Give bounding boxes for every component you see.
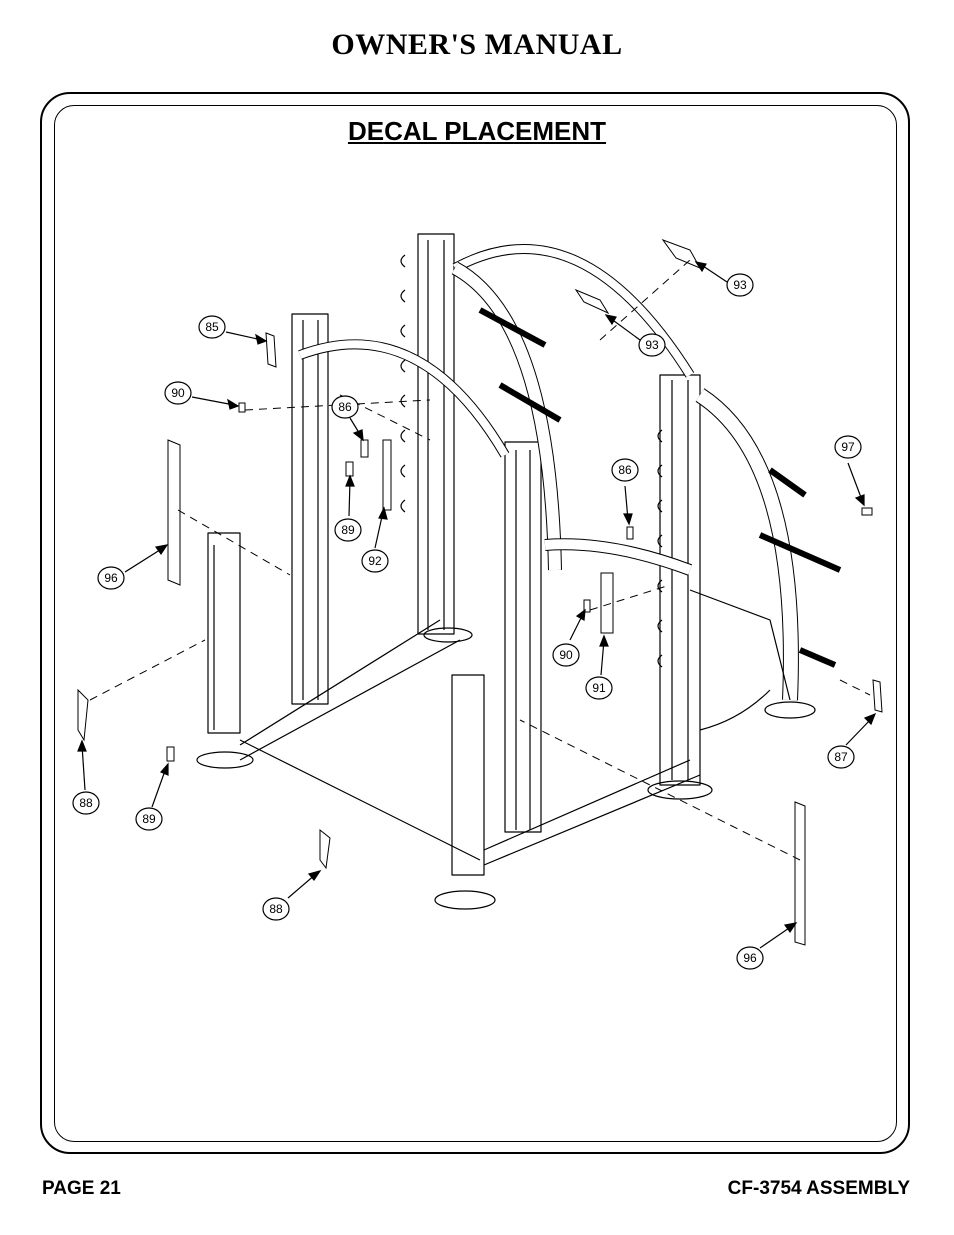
callout-91: 91: [585, 676, 613, 700]
callout-85: 85: [198, 315, 226, 339]
callout-87-label: 87: [834, 750, 848, 764]
leader-arrows: [77, 261, 877, 949]
callout-88: 88: [72, 791, 100, 815]
callout-88-label: 88: [269, 902, 283, 916]
callout-96-label: 96: [743, 951, 757, 965]
callout-89-label: 89: [142, 812, 156, 826]
callout-93-label: 93: [645, 338, 659, 352]
callout-92: 92: [361, 549, 389, 573]
callout-86-label: 86: [618, 463, 632, 477]
callout-90-label: 90: [171, 386, 185, 400]
callout-87: 87: [827, 745, 855, 769]
callout-96: 96: [736, 946, 764, 970]
section-heading: DECAL PLACEMENT: [347, 116, 607, 146]
inner-border: [54, 105, 897, 1142]
callout-97: 97: [834, 435, 862, 459]
callout-93: 93: [638, 333, 666, 357]
callout-93: 93: [726, 273, 754, 297]
callout-88: 88: [262, 897, 290, 921]
callout-85-label: 85: [205, 320, 219, 334]
callout-89: 89: [334, 518, 362, 542]
callout-92-label: 92: [368, 554, 382, 568]
callout-86: 86: [611, 458, 639, 482]
callout-93-label: 93: [733, 278, 747, 292]
page-number: PAGE 21: [42, 1178, 121, 1199]
callout-90: 90: [552, 643, 580, 667]
callout-90-label: 90: [559, 648, 573, 662]
callout-97-label: 97: [841, 440, 855, 454]
callout-89: 89: [135, 807, 163, 831]
decals: [77, 238, 883, 946]
callout-96: 96: [97, 566, 125, 590]
callout-88-label: 88: [79, 796, 93, 810]
callout-90: 90: [164, 381, 192, 405]
callout-96-label: 96: [104, 571, 118, 585]
outer-border: [40, 92, 910, 1154]
callout-86-label: 86: [338, 400, 352, 414]
callout-89-label: 89: [341, 523, 355, 537]
manual-title: OWNER'S MANUAL: [331, 28, 623, 61]
callout-86: 86: [331, 395, 359, 419]
callout-91-label: 91: [592, 681, 606, 695]
rack-frame: [196, 233, 842, 910]
assembly-model: CF-3754 ASSEMBLY: [727, 1178, 910, 1199]
